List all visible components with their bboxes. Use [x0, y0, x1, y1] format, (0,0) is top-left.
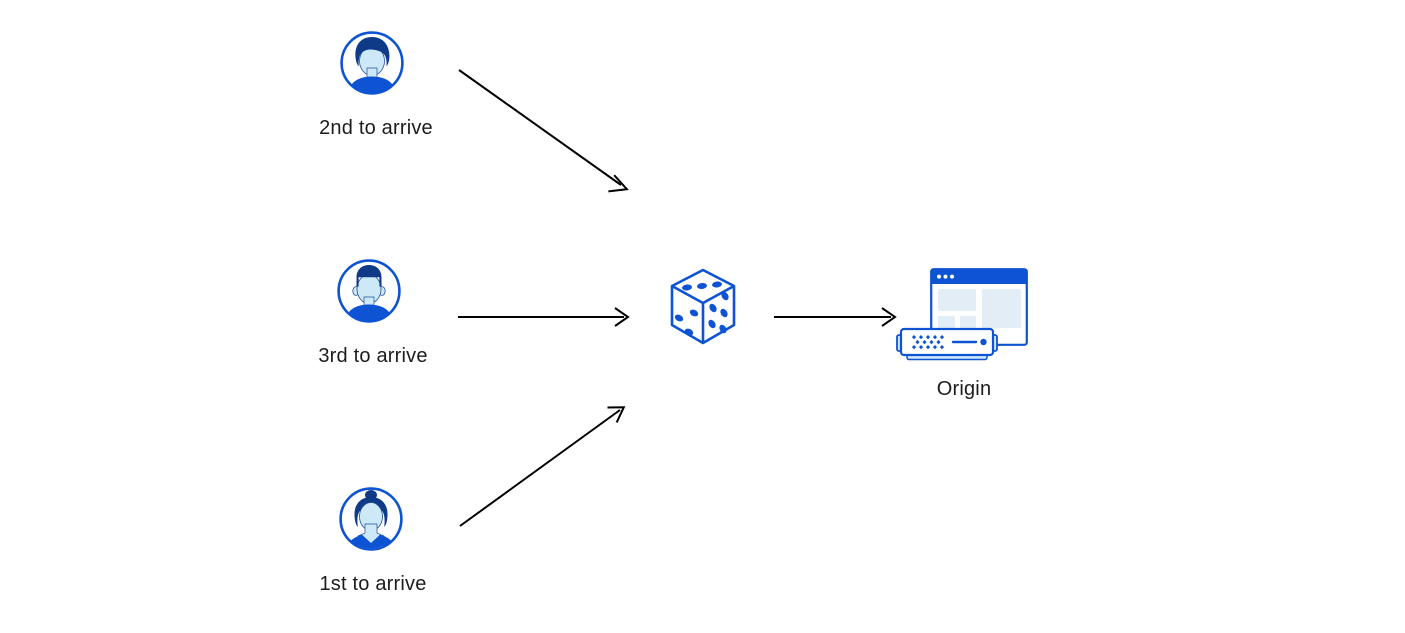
- node-label-first: 1st to arrive: [319, 573, 427, 595]
- arrow-dice-to-origin: [774, 307, 897, 327]
- arrow-second-to-dice: [458, 69, 629, 193]
- node-label-origin: Origin: [936, 378, 992, 400]
- arrow-first-to-dice: [459, 406, 626, 527]
- node-user-first: 1st to arrive: [319, 486, 426, 595]
- browser-window-icon: [930, 268, 1028, 346]
- node-origin: Origin: [896, 268, 1028, 400]
- arrow-third-to-dice: [458, 307, 630, 327]
- dice-icon: [670, 268, 736, 345]
- node-label-second: 2nd to arrive: [319, 117, 433, 139]
- node-user-second: 2nd to arrive: [319, 30, 433, 139]
- browser-window-dots: [937, 274, 954, 279]
- server-indicator-dot: [980, 338, 987, 346]
- user-avatar-male-short-hair-icon: [337, 259, 401, 323]
- user-avatar-male-swoop-hair-icon: [340, 31, 404, 95]
- node-random-selector: [668, 266, 738, 353]
- node-label-third: 3rd to arrive: [318, 345, 428, 367]
- node-user-third: 3rd to arrive: [318, 258, 427, 367]
- user-avatar-female-bun-icon: [339, 487, 403, 551]
- server-appliance-icon: [896, 327, 998, 361]
- browser-content-blocks: [938, 289, 1021, 328]
